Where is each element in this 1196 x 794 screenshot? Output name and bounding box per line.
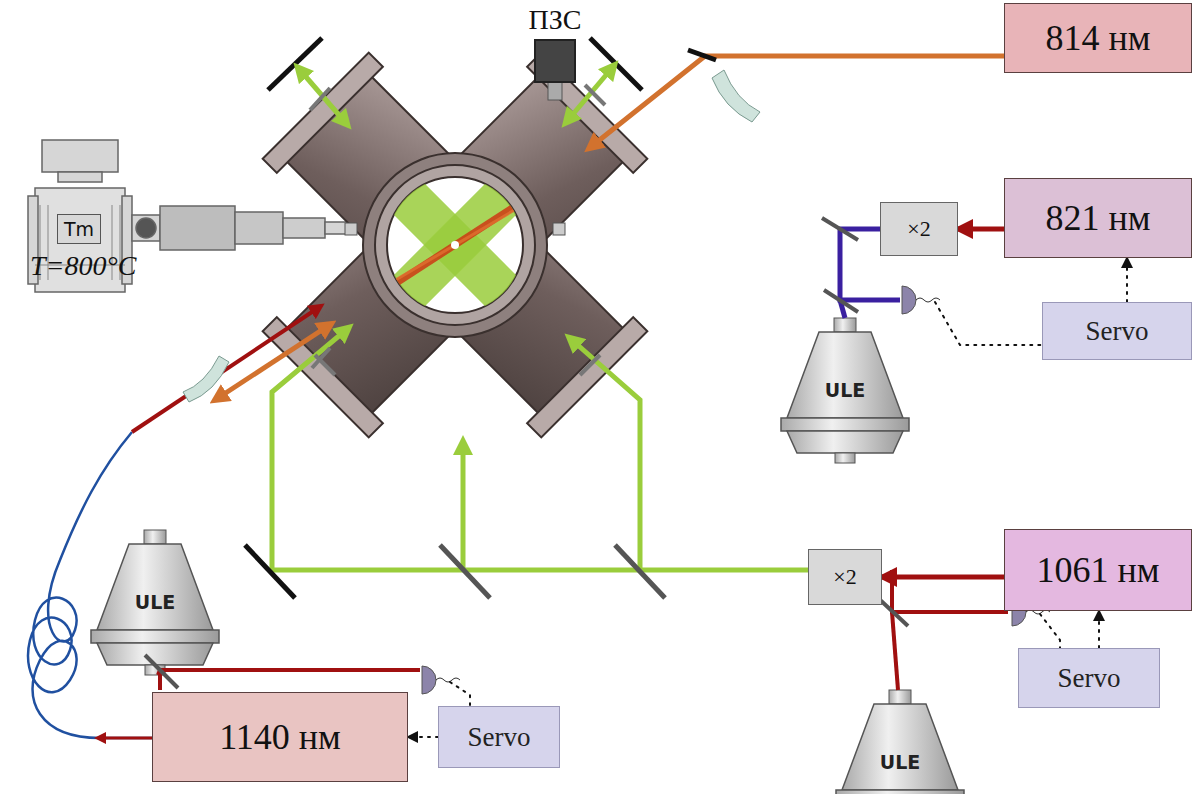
camera-label: ПЗС xyxy=(522,0,589,40)
node-text: 821 нм xyxy=(1045,197,1150,239)
node-text: ULE xyxy=(825,379,866,401)
node-text: 1061 нм xyxy=(1036,549,1159,591)
laser-box: 1140 нм xyxy=(152,692,408,782)
node-text: Servo xyxy=(1086,316,1149,347)
temperature-label: T=800°C xyxy=(30,250,136,282)
ule-cavity: ULE xyxy=(873,747,928,777)
servo-box: Servo xyxy=(438,706,560,768)
node-text: Tm xyxy=(64,218,94,240)
servo-box: Servo xyxy=(1042,302,1192,360)
laser-box: 821 нм xyxy=(1004,178,1192,258)
node-text: Servo xyxy=(1058,663,1121,694)
node-text: ПЗС xyxy=(529,4,582,36)
laser-beam xyxy=(958,227,1004,232)
node-text: ×2 xyxy=(907,216,930,242)
node-text: Servo xyxy=(468,722,531,753)
laser-box: 814 нм xyxy=(1004,3,1192,73)
laser-box: 1061 нм xyxy=(1004,529,1192,611)
servo-feedback-line xyxy=(408,736,438,738)
node-text: 814 нм xyxy=(1045,17,1150,59)
servo-feedback-line xyxy=(1098,611,1100,648)
node-text: 1140 нм xyxy=(219,716,341,758)
ule-cavity: ULE xyxy=(128,587,183,617)
doubler-box: ×2 xyxy=(808,549,882,605)
laser-beam xyxy=(882,575,1004,580)
node-text: ×2 xyxy=(833,564,856,590)
node-text: ULE xyxy=(880,751,921,773)
doubler-box: ×2 xyxy=(880,202,958,256)
servo-box: Servo xyxy=(1018,648,1160,708)
ule-cavity: ULE xyxy=(818,375,873,405)
node-text: ULE xyxy=(135,591,176,613)
servo-feedback-line xyxy=(1126,258,1128,302)
oven-label: Tm xyxy=(57,214,101,244)
